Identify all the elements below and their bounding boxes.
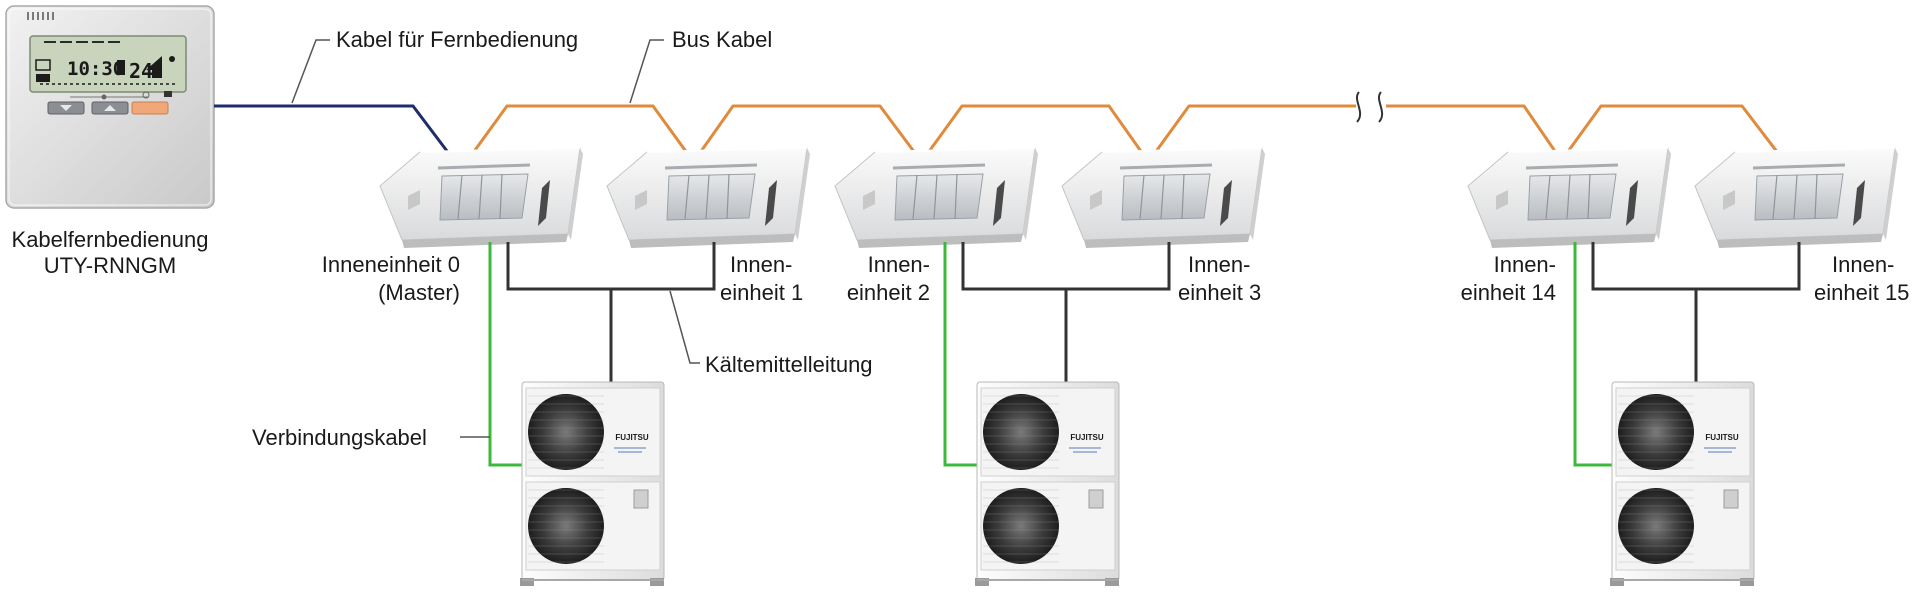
svg-text:Innen-: Innen-	[868, 252, 930, 277]
svg-text:einheit 14: einheit 14	[1461, 280, 1556, 305]
fujitsu-logo: FUJITSU	[1070, 433, 1104, 442]
indoor-unit-3	[1060, 146, 1267, 250]
bus-cable-label: Bus Kabel	[672, 27, 772, 52]
remote-name-line2: UTY-RNNGM	[44, 253, 176, 278]
power-button[interactable]	[131, 101, 169, 115]
svg-text:einheit 15: einheit 15	[1814, 280, 1909, 305]
remote-cable	[214, 104, 452, 156]
indoor-unit-label-1: Innen- einheit 1	[720, 252, 803, 305]
svg-text:(Master): (Master)	[378, 280, 460, 305]
outdoor-unit-1: FUJITSU	[519, 381, 665, 587]
refrigerant-pipe-label: Kältemittelleitung	[705, 352, 873, 377]
svg-text:einheit 3: einheit 3	[1178, 280, 1261, 305]
refrigerant-pipes	[506, 242, 1801, 385]
svg-text:Innen-: Innen-	[730, 252, 792, 277]
indoor-unit-label-14: Innen- einheit 14	[1461, 252, 1556, 305]
remote-cable-leader	[291, 39, 330, 104]
connection-cable-label: Verbindungskabel	[252, 425, 427, 450]
indoor-unit-0	[378, 146, 585, 250]
indoor-unit-14	[1466, 146, 1673, 250]
outdoor-unit-2: FUJITSU	[974, 381, 1120, 587]
svg-text:einheit 2: einheit 2	[847, 280, 930, 305]
svg-text:Innen-: Innen-	[1188, 252, 1250, 277]
outdoor-unit-3: FUJITSU	[1609, 381, 1755, 587]
indoor-unit-1	[605, 146, 812, 250]
remote-controller: 10:30 24	[5, 5, 215, 209]
bus-cable-leader	[629, 39, 664, 104]
remote-temp-readout: 24	[129, 59, 153, 83]
indoor-unit-15	[1693, 146, 1900, 250]
fujitsu-logo: FUJITSU	[1705, 433, 1739, 442]
svg-text:einheit 1: einheit 1	[720, 280, 803, 305]
remote-name-line1: Kabelfernbedienung	[12, 227, 209, 252]
fujitsu-logo: FUJITSU	[615, 433, 649, 442]
remote-lcd-display	[29, 35, 187, 93]
svg-text:Inneneinheit 0: Inneneinheit 0	[322, 252, 460, 277]
indoor-unit-label-0: Inneneinheit 0 (Master)	[322, 252, 460, 305]
remote-cable-label: Kabel für Fernbedienung	[336, 27, 578, 52]
svg-text:Innen-: Innen-	[1832, 252, 1894, 277]
indoor-unit-label-15: Innen- einheit 15	[1814, 252, 1909, 305]
indoor-unit-2	[833, 146, 1040, 250]
cable-break-icon	[1356, 91, 1384, 123]
refrigerant-pipe-leader	[669, 290, 700, 364]
indoor-unit-label-2: Innen- einheit 2	[847, 252, 930, 305]
indoor-unit-label-3: Innen- einheit 3	[1178, 252, 1261, 305]
chevron-up-icon	[104, 105, 116, 111]
svg-text:Innen-: Innen-	[1494, 252, 1556, 277]
connection-cables	[488, 242, 1612, 467]
remote-time-readout: 10:30	[67, 58, 124, 80]
chevron-down-icon	[60, 105, 72, 111]
bus-cable	[468, 104, 1783, 158]
